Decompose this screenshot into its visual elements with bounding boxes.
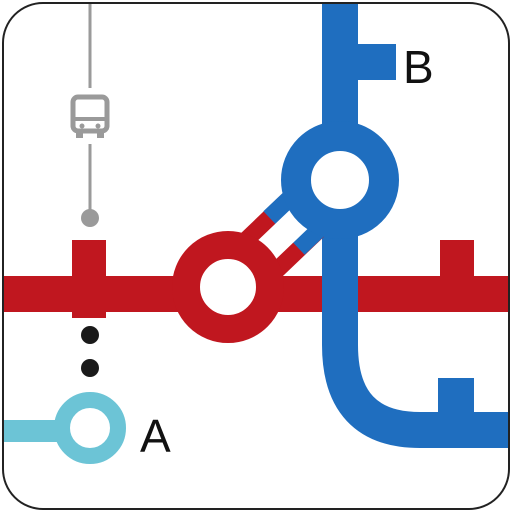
bus-body — [70, 94, 110, 134]
start-line — [3, 392, 126, 464]
label-b: B — [403, 41, 434, 93]
bus-wheel-left — [76, 131, 83, 138]
walk-dot-1 — [81, 326, 99, 344]
blue-line-bottom-curve — [322, 200, 509, 448]
bus-light-left — [79, 123, 85, 129]
bus-stop-dot — [81, 209, 99, 227]
bus-wheel-right — [97, 131, 104, 138]
bus-icon — [70, 94, 110, 138]
walk-dot-2 — [81, 359, 99, 377]
bus-line — [70, 3, 110, 227]
blue-interchange-station — [281, 121, 399, 239]
red-interchange-station — [172, 231, 284, 343]
bus-light-right — [95, 123, 101, 129]
red-tick-left-bottom — [72, 308, 106, 318]
station-a — [54, 392, 126, 464]
red-tick-left-top — [72, 240, 106, 280]
label-a: A — [140, 410, 171, 462]
red-tick-right — [440, 240, 474, 280]
blue-tick-bottom — [438, 378, 474, 418]
blue-tick-top — [340, 44, 396, 80]
walking-dots — [81, 326, 99, 377]
start-line-segment — [3, 420, 62, 442]
